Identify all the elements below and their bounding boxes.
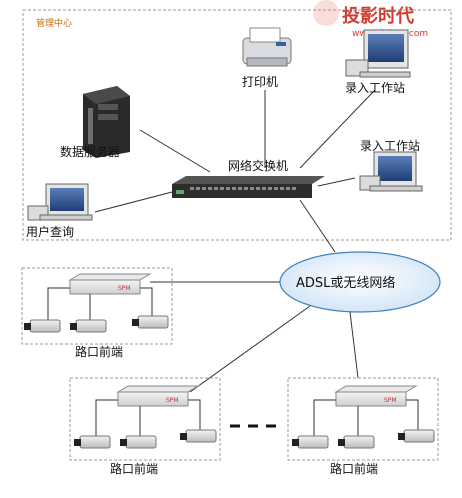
workstation-top-label: 录入工作站 — [345, 81, 405, 95]
frontend-3-camera-1 — [292, 435, 329, 449]
frontend-2-camera-2 — [120, 435, 157, 449]
frontend-2-camera-3 — [180, 429, 217, 443]
printer-label: 打印机 — [242, 75, 278, 89]
data-server-icon — [83, 86, 130, 158]
frontend-3-label: 路口前端 — [330, 461, 378, 476]
frontend-2-encoder-icon: SPM — [116, 385, 200, 407]
frontend-1-wires — [47, 287, 153, 320]
link-network-frontend-2 — [189, 305, 311, 393]
link-server-switch — [139, 129, 211, 173]
link-workstation-top-switch — [299, 89, 376, 169]
frontend-3-encoder-icon: SPM — [334, 385, 418, 407]
workstation-right-icon — [359, 151, 423, 192]
frontend-2-camera-1 — [74, 435, 111, 449]
data-server-label: 数据服务器 — [60, 144, 120, 159]
frontend-3-frame — [287, 377, 439, 461]
frontend-1-camera-1 — [24, 319, 61, 333]
frontend-1-encoder-icon: SPM — [68, 273, 152, 295]
user-query-label: 用户查询 — [26, 224, 74, 239]
user-query-icon — [27, 183, 93, 221]
frontend-3-camera-3 — [398, 429, 435, 443]
link-workstation-right-switch — [317, 177, 356, 187]
network-cloud-label: ADSL或无线网络 — [296, 275, 395, 291]
frontend-1-frame — [21, 267, 173, 345]
frontend-2-wires — [95, 399, 201, 436]
frontend-1-camera-2 — [70, 319, 107, 333]
network-switch-label: 网络交换机 — [228, 158, 288, 173]
frontend-3-wires — [313, 399, 419, 436]
workstation-top-icon — [345, 29, 411, 78]
frontend-2-label: 路口前端 — [110, 461, 158, 476]
frontend-1-encoder-text: SPM — [118, 285, 131, 292]
frontend-2-encoder-text: SPM — [166, 397, 179, 404]
management-center-frame — [22, 9, 452, 241]
frontend-3-camera-2 — [338, 435, 375, 449]
management-links — [94, 89, 376, 253]
brand-name: 投影时代 — [342, 5, 414, 27]
network-switch-icon — [172, 176, 325, 198]
workstation-right-label: 录入工作站 — [360, 139, 420, 153]
printer-icon — [242, 27, 292, 67]
link-switch-network — [299, 199, 336, 253]
management-center-title: 管理中心 — [36, 17, 72, 29]
frontend-1-camera-3 — [132, 315, 169, 329]
frontend-1-label: 路口前端 — [75, 344, 123, 359]
frontend-2-frame — [69, 377, 221, 461]
frontend-3-encoder-text: SPM — [384, 397, 397, 404]
link-network-frontend-3 — [349, 311, 359, 379]
link-userquery-switch — [94, 191, 173, 213]
